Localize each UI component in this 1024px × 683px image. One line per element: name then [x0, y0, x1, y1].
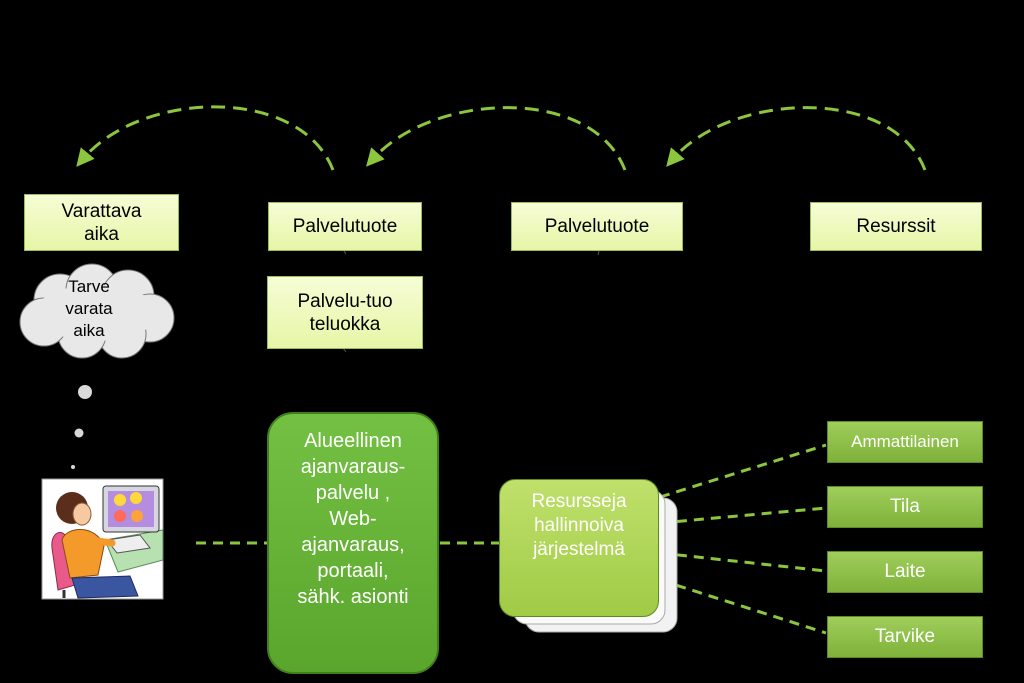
box-resursseja-label: Resursseja hallinnoiva järjestelmä — [531, 491, 627, 560]
resource-item-label: Tila — [890, 496, 920, 517]
resource-item-ammattilainen: Ammattilainen — [827, 421, 983, 463]
box-varattava-aika: Varattava aika — [24, 194, 179, 251]
box-resurssit: Resurssit — [810, 202, 982, 251]
box-palvelutuote-2-label: Palvelutuote — [544, 216, 650, 237]
thought-cloud-shape — [19, 263, 175, 359]
box-resursseja-hallinnoiva: Resursseja hallinnoiva järjestelmä — [499, 479, 659, 617]
connector-to-tarvike — [659, 578, 827, 635]
resource-item-label: Laite — [884, 561, 926, 582]
tick-mark — [597, 250, 600, 256]
resource-item-label: Tarvike — [874, 626, 936, 647]
curved-arrow-3 — [666, 106, 927, 171]
curved-arrow-2 — [366, 106, 627, 171]
box-palvelutuote-1: Palvelutuote — [268, 202, 422, 251]
thought-cloud-text: Tarve varata aika — [65, 277, 113, 340]
box-alueellinen-ajanvaraus: Alueellinen ajanvaraus-palvelu , Web-aja… — [267, 412, 439, 674]
resource-item-tila: Tila — [827, 486, 983, 528]
box-palvelutuoteluokka-label: Palvelu-tuoteluokka — [297, 290, 393, 335]
box-palvelutuote-1-label: Palvelutuote — [292, 216, 398, 237]
tick-mark — [343, 250, 347, 255]
resource-item-tarvike: Tarvike — [827, 616, 983, 658]
connector-to-tila — [659, 506, 827, 525]
connector-to-ammattilainen — [659, 443, 827, 499]
curved-arrow-1 — [76, 105, 335, 171]
box-palvelutuoteluokka: Palvelu-tuoteluokka — [267, 276, 423, 349]
thought-bubble-dot — [74, 428, 84, 438]
resource-item-laite: Laite — [827, 551, 983, 593]
box-alueellinen-label: Alueellinen ajanvaraus-palvelu , Web-aja… — [297, 430, 409, 608]
box-resurssit-label: Resurssit — [856, 216, 936, 237]
person-at-computer-icon — [41, 478, 164, 600]
resource-item-label: Ammattilainen — [851, 432, 959, 451]
thought-bubble-dot — [71, 465, 75, 469]
thought-bubble-dot — [78, 385, 92, 399]
connector-to-laite — [659, 551, 827, 573]
box-palvelutuote-2: Palvelutuote — [511, 202, 683, 251]
box-varattava-aika-label: Varattava aika — [61, 200, 142, 245]
